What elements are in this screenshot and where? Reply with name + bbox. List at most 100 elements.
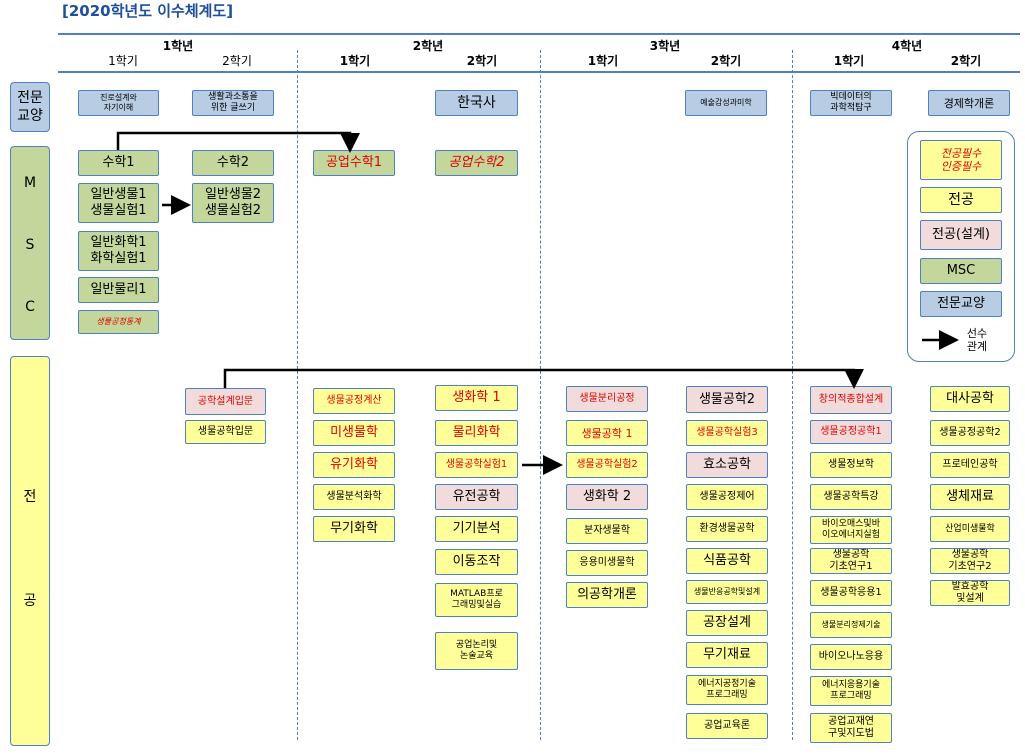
course-box: 생물공학응용1 [810, 580, 892, 606]
legend-design-swatch: 전공(설계) [920, 220, 1002, 250]
course-box: 수학2 [192, 150, 274, 176]
course-box: 공학설계입문 [185, 388, 266, 415]
category-general-line1: 전문 [17, 90, 43, 106]
semester-label: 1학기 [833, 54, 865, 68]
course-box: 생물공학실험2 [566, 452, 648, 478]
category-major-line2: 공 [23, 593, 37, 609]
course-box: 산업미생물학 [930, 516, 1010, 542]
legend-general-swatch: 전문교양 [920, 291, 1002, 317]
divider-y3-y4 [792, 50, 793, 740]
course-box: 환경생물공학 [686, 516, 768, 542]
course-box: 프로테인공학 [930, 452, 1010, 478]
course-box: MATLAB프로 그래밍및실습 [435, 583, 518, 617]
semester-label: 1학기 [339, 54, 371, 68]
course-box: 일반화학1 화학실험1 [78, 231, 159, 271]
course-box: 공업수학2 [435, 150, 518, 176]
course-box: 빅데이터의 과학적탐구 [810, 90, 892, 116]
course-box: 생물공정공학2 [930, 420, 1010, 446]
course-box: 분자생물학 [566, 518, 648, 544]
semester-label: 2학기 [466, 54, 498, 68]
course-box: 예술감성과미학 [685, 90, 767, 116]
page-title: [2020학년도 이수체계도] [62, 2, 234, 20]
course-box: 경제학개론 [928, 90, 1010, 116]
course-box: 생물공정제어 [686, 484, 768, 510]
course-box: 생체재료 [930, 484, 1010, 510]
course-box: 생물공정공학1 [810, 420, 892, 444]
course-box: 생물공정통계 [78, 310, 159, 334]
course-box: 대사공학 [930, 386, 1010, 412]
course-box: 생물공학특강 [810, 484, 892, 510]
course-box: 에너지응용기술 프로그래밍 [810, 676, 892, 706]
semester-label: 2학기 [710, 54, 742, 68]
course-box: 생활과소통을 위한 글쓰기 [192, 90, 274, 116]
course-box: 무기화학 [313, 516, 395, 542]
course-box: 효소공학 [686, 452, 768, 478]
course-box: 생물반응공학및설계 [686, 580, 768, 604]
course-box: 수학1 [78, 150, 159, 176]
legend-required-swatch: 전공필수 인증필수 [920, 140, 1002, 180]
course-box: 생물공학 기초연구1 [810, 548, 892, 574]
category-major: 전 공 [10, 356, 50, 746]
category-major-line1: 전 [23, 489, 37, 505]
course-box: 생물공학2 [686, 386, 768, 413]
course-box: 한국사 [435, 90, 518, 116]
semester-label: 1학기 [587, 54, 619, 68]
year-1-label: 1학년 [162, 39, 194, 53]
category-msc: M S C [10, 146, 50, 340]
course-box: 생화학 2 [566, 484, 648, 510]
course-box: 공업교육론 [686, 713, 768, 739]
course-box: 일반생물2 생물실험2 [192, 183, 274, 223]
course-box: 생물공학 기초연구2 [930, 548, 1010, 574]
course-box: 기기분석 [435, 516, 518, 542]
course-box: 생물공학실험1 [435, 452, 518, 478]
course-box: 일반물리1 [78, 277, 159, 303]
course-box: 공업논리및 논술교육 [435, 632, 518, 670]
course-box: 에너지공정기술 프로그래밍 [686, 675, 768, 705]
header-bottom-rule [58, 71, 1020, 73]
legend-major-swatch: 전공 [920, 187, 1002, 213]
semester-label: 1학기 [108, 54, 138, 68]
course-box: 의공학개론 [566, 582, 648, 608]
year-2-label: 2학년 [412, 39, 444, 53]
course-box: 공업수학1 [313, 150, 395, 176]
arrow-design-intro-to-capstone [223, 368, 864, 389]
course-box: 생물공학실험3 [686, 420, 768, 446]
course-box: 발효공학 및설계 [930, 580, 1010, 606]
course-box: 생물공정계산 [313, 388, 395, 414]
divider-y1-y2 [297, 50, 298, 740]
course-box: 바이오나노응용 [810, 644, 892, 670]
divider-y2-y3 [540, 50, 541, 740]
course-box: 생물공학 1 [566, 420, 648, 446]
course-box: 무기재료 [686, 642, 768, 668]
course-box: 물리화학 [435, 420, 518, 446]
course-box: 유기화학 [313, 452, 395, 478]
course-box: 일반생물1 생물실험1 [78, 183, 159, 223]
semester-label: 2학기 [950, 54, 982, 68]
course-box: 이동조작 [435, 549, 518, 575]
course-box: 생물분석화학 [313, 484, 395, 510]
course-box: 바이오매스및바 이오에너지실험 [810, 516, 892, 544]
course-box: 공업교재연 구및지도법 [810, 713, 892, 743]
course-box: 생물분리공정 [566, 386, 648, 412]
course-box: 식품공학 [686, 548, 768, 574]
category-general: 전문 교양 [10, 82, 50, 132]
course-box: 진로설계와 자기이해 [78, 90, 159, 116]
course-box: 응용미생물학 [566, 550, 648, 576]
legend-prereq-label: 선수 관계 [966, 327, 988, 353]
course-box: 생물정보학 [810, 452, 892, 478]
category-general-line2: 교양 [17, 108, 43, 124]
year-4-label: 4학년 [891, 39, 923, 53]
category-msc-letter: C [25, 299, 35, 315]
course-box: 생물공학입문 [185, 420, 266, 444]
category-msc-letter: S [25, 237, 35, 253]
arrow-math1-to-engmath1 [116, 131, 360, 153]
legend-msc-swatch: MSC [920, 258, 1002, 284]
category-msc-letter: M [23, 175, 37, 191]
course-box: 생화학 1 [435, 385, 518, 411]
course-box: 미생물학 [313, 420, 395, 446]
year-3-label: 3학년 [649, 39, 681, 53]
semester-label: 2학기 [222, 54, 252, 68]
course-box: 생물분리정제기술 [810, 612, 892, 638]
header-top-rule [58, 33, 1020, 35]
